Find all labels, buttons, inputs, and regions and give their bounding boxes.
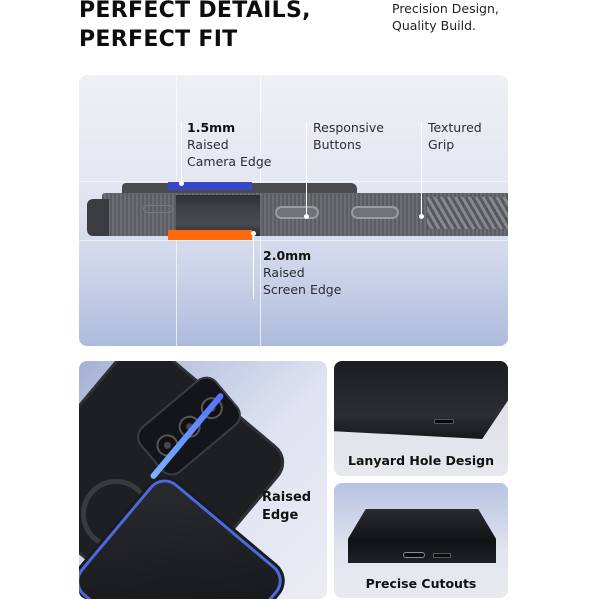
callout-grip: Textured Grip <box>428 120 482 152</box>
callout-line <box>181 122 182 185</box>
callout-dot <box>304 214 309 219</box>
cutaway-section <box>176 195 260 236</box>
camera-edge-marker <box>168 182 252 190</box>
callout-dot <box>251 231 256 236</box>
usb-port-cutout <box>403 552 425 558</box>
cutouts-card: Precise Cutouts <box>334 483 508 598</box>
guide-line <box>79 240 508 241</box>
lanyard-card: Lanyard Hole Design <box>334 361 508 476</box>
cutouts-label: Precise Cutouts <box>365 576 477 591</box>
callout-camera-edge: 1.5mm Raised Camera Edge <box>187 120 272 169</box>
screen-edge-marker <box>168 230 252 240</box>
button-cutaway <box>143 205 173 213</box>
side-profile-panel: 1.5mm Raised Camera Edge Responsive Butt… <box>79 75 508 346</box>
callout-line <box>306 122 307 217</box>
tagline-line-2: Quality Build. <box>392 18 476 33</box>
lanyard-label: Lanyard Hole Design <box>348 453 494 468</box>
phone-corner-image <box>334 361 508 439</box>
tagline: Precision Design, Quality Build. <box>392 0 499 34</box>
callout-line <box>421 122 422 217</box>
case-corner <box>87 199 109 236</box>
guide-line <box>79 181 508 182</box>
speaker-cutout <box>433 553 451 558</box>
callout-dot <box>179 181 184 186</box>
tagline-line-1: Precision Design, <box>392 1 499 16</box>
textured-grip <box>427 197 508 229</box>
lanyard-hole <box>434 419 454 424</box>
raised-edge-label: Raised Edge <box>262 490 312 523</box>
phone-side-profile-image <box>87 183 508 240</box>
side-button <box>351 206 399 219</box>
side-button <box>275 206 319 219</box>
callout-dot <box>419 214 424 219</box>
raised-edge-card: Raised Edge <box>79 361 327 599</box>
callout-line <box>253 233 254 299</box>
callout-screen-edge: 2.0mm Raised Screen Edge <box>263 248 342 297</box>
headline-line-2: PERFECT FIT <box>79 27 238 52</box>
headline: PERFECT DETAILS, PERFECT FIT <box>79 0 311 54</box>
callout-buttons: Responsive Buttons <box>313 120 384 152</box>
headline-line-1: PERFECT DETAILS, <box>79 0 311 23</box>
